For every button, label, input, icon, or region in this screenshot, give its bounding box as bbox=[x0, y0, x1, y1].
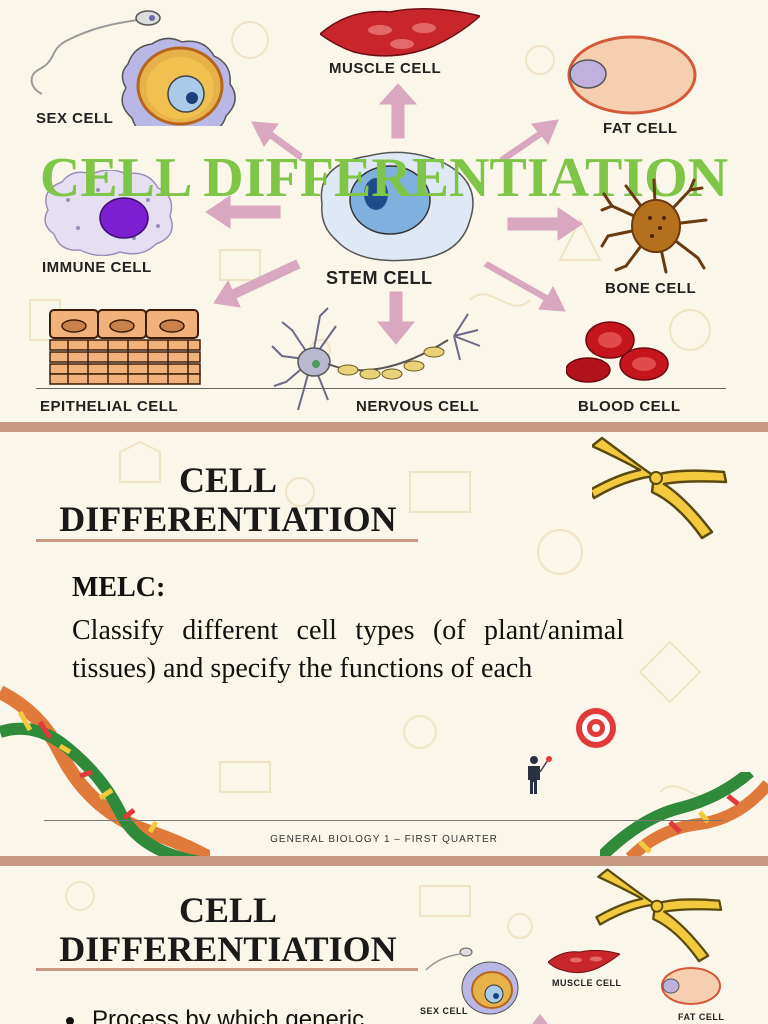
footer-rule bbox=[44, 820, 724, 821]
differentiation-arrows bbox=[205, 83, 583, 345]
muscle-cell-illustration bbox=[320, 8, 480, 57]
slide-1-title: CELL DIFFERENTIATION bbox=[39, 147, 729, 209]
target-icon bbox=[576, 708, 616, 748]
label-bone-cell: BONE CELL bbox=[605, 280, 697, 297]
background-doodles bbox=[119, 440, 721, 799]
arrow-bone bbox=[507, 207, 583, 241]
slide-3-title-line-2: DIFFERENTIATION bbox=[59, 929, 397, 969]
melc-heading: MELC: bbox=[72, 572, 166, 603]
slide-2-title: CELL DIFFERENTIATION bbox=[28, 462, 428, 537]
slide-divider-2 bbox=[0, 856, 768, 866]
label-nervous-cell: NERVOUS CELL bbox=[356, 398, 480, 415]
slide-2-title-line-1: CELL bbox=[178, 460, 278, 500]
label-blood-cell: BLOOD CELL bbox=[578, 398, 681, 415]
slide-1: SEX CELL MUSCLE CELL FAT CELL IMMUNE CEL… bbox=[0, 0, 768, 422]
slide-2-title-line-2: DIFFERENTIATION bbox=[59, 499, 397, 539]
bullet-item: Process by which generic bbox=[66, 1006, 364, 1024]
label-fat-cell: FAT CELL bbox=[603, 120, 678, 137]
arrow-fat bbox=[499, 119, 559, 163]
slide-3-title-line-1: CELL bbox=[178, 890, 278, 930]
sperm-tail bbox=[30, 19, 139, 95]
label-stem-cell: STEM CELL bbox=[326, 268, 433, 288]
epithelial-cell-illustration bbox=[49, 309, 201, 385]
slide-1-baseline bbox=[36, 388, 726, 389]
melc-text: Classify different cell types (of plant/… bbox=[72, 615, 624, 684]
slide-2: CELL DIFFERENTIATION MELC: Classify diff… bbox=[0, 432, 768, 856]
fat-cell-illustration bbox=[567, 35, 697, 115]
label-immune-cell: IMMUNE CELL bbox=[42, 259, 152, 276]
sex-cell-illustration bbox=[30, 10, 236, 126]
slide-3-title-underline bbox=[36, 968, 418, 971]
arrow-immune bbox=[205, 195, 281, 229]
stem-cell-illustration bbox=[320, 151, 474, 262]
footer-text: GENERAL BIOLOGY 1 – FIRST QUARTER bbox=[270, 834, 498, 845]
blood-cell-illustration bbox=[566, 321, 669, 383]
arrow-epithelial bbox=[213, 259, 301, 308]
chromosome-icon bbox=[592, 436, 728, 540]
bullet-dot-icon bbox=[66, 1016, 74, 1024]
slide-3-title: CELL DIFFERENTIATION bbox=[28, 892, 428, 967]
person-with-pointer-icon bbox=[528, 756, 552, 794]
mini-muscle-cell-illustration bbox=[548, 950, 620, 974]
background-doodles bbox=[65, 881, 533, 939]
arrow-up-muscle bbox=[378, 83, 418, 139]
slide-divider-1 bbox=[0, 422, 768, 432]
dna-helix-left-illustration bbox=[0, 685, 210, 856]
immune-cell-illustration bbox=[44, 170, 173, 256]
mini-label-sex-cell: SEX CELL bbox=[420, 1006, 469, 1016]
mini-label-muscle-cell: MUSCLE CELL bbox=[552, 978, 622, 988]
label-epithelial-cell: EPITHELIAL CELL bbox=[40, 398, 179, 415]
nervous-cell-illustration bbox=[271, 307, 481, 411]
arrow-blood bbox=[483, 261, 566, 312]
bone-cell-illustration bbox=[600, 178, 708, 274]
slide-2-title-underline bbox=[36, 539, 418, 542]
label-sex-cell: SEX CELL bbox=[36, 110, 114, 127]
arrow-nervous bbox=[376, 291, 416, 345]
chromosome-icon bbox=[595, 868, 723, 963]
bullet-text: Process by which generic bbox=[92, 1006, 365, 1024]
mini-label-fat-cell: FAT CELL bbox=[678, 1012, 725, 1022]
mini-arrow-icon bbox=[532, 1014, 548, 1024]
mini-sperm-egg-illustration bbox=[425, 947, 519, 1015]
mini-fat-cell-illustration bbox=[661, 967, 721, 1005]
label-muscle-cell: MUSCLE CELL bbox=[329, 60, 442, 77]
arrow-sex bbox=[251, 121, 303, 161]
slide-3: CELL DIFFERENTIATION SEX CELL MUSCLE CEL… bbox=[0, 866, 768, 1024]
sperm-head bbox=[135, 10, 161, 26]
